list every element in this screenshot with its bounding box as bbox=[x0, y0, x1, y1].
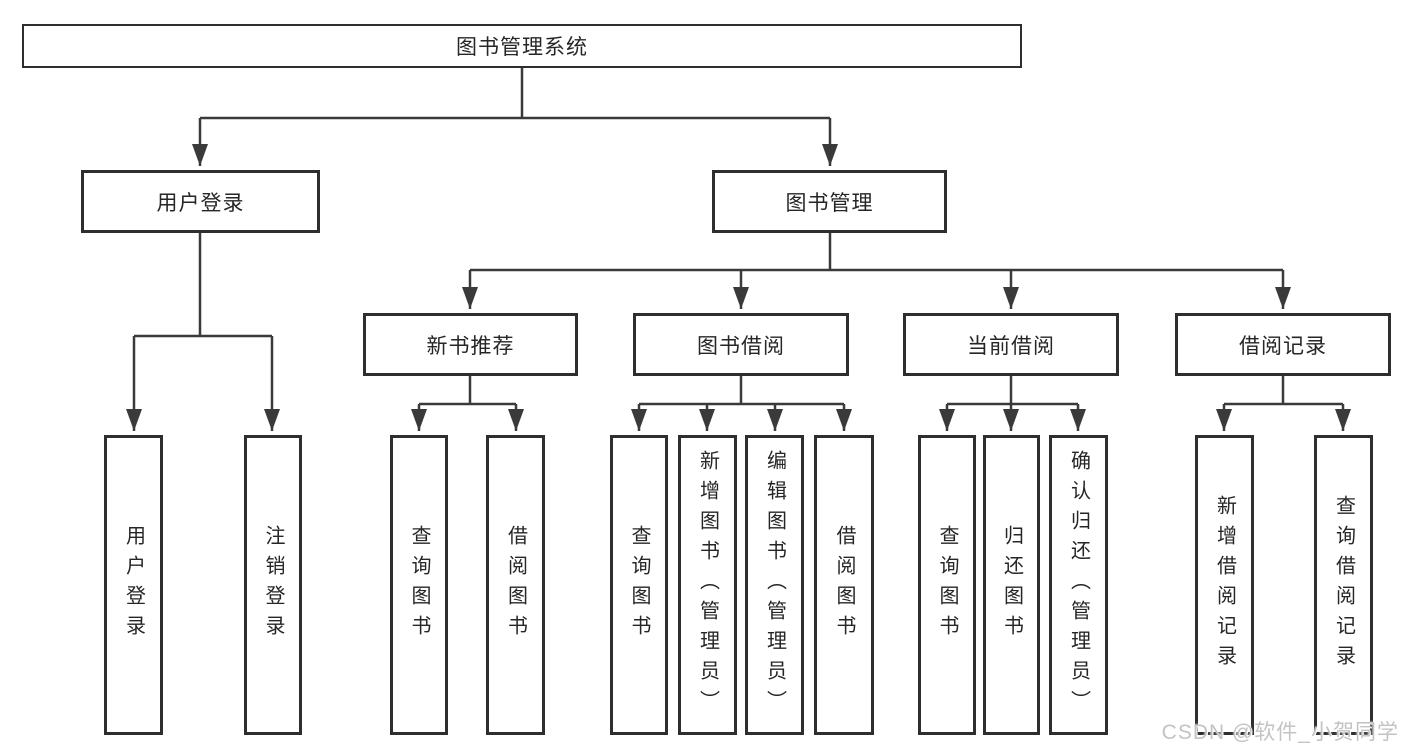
node-book-management: 图书管理 bbox=[712, 170, 947, 233]
leaf-cb-confirm-return-admin-label: 确认归还（管理员） bbox=[1067, 450, 1090, 720]
leaf-cb-return-books: 归还图书 bbox=[983, 435, 1040, 735]
leaf-br-query-record-label: 查询借阅记录 bbox=[1332, 495, 1355, 675]
leaf-logout-login: 注销登录 bbox=[244, 435, 302, 735]
node-new-book-recommend: 新书推荐 bbox=[363, 313, 578, 376]
leaf-nbr-query-books-label: 查询图书 bbox=[408, 525, 430, 645]
connector-new-book-children bbox=[411, 376, 524, 431]
leaf-bb-query-books-label: 查询图书 bbox=[628, 525, 650, 645]
leaf-cb-query-books-label: 查询图书 bbox=[936, 525, 958, 645]
leaf-bb-borrow-books-label: 借阅图书 bbox=[833, 525, 855, 645]
node-book-borrowing-label: 图书借阅 bbox=[697, 334, 785, 358]
connector-book-borrow-children bbox=[631, 376, 852, 431]
connector-root-to-level2 bbox=[192, 68, 838, 166]
leaf-br-query-record: 查询借阅记录 bbox=[1314, 435, 1373, 735]
node-borrowing-records: 借阅记录 bbox=[1175, 313, 1391, 376]
leaf-bb-add-books-admin: 新增图书（管理员） bbox=[678, 435, 737, 735]
node-book-borrowing: 图书借阅 bbox=[633, 313, 849, 376]
leaf-cb-return-books-label: 归还图书 bbox=[1000, 525, 1023, 645]
node-user-login-label: 用户登录 bbox=[156, 191, 245, 215]
node-root-label: 图书管理系统 bbox=[456, 36, 588, 59]
node-user-login: 用户登录 bbox=[81, 170, 320, 233]
leaf-nbr-borrow-books: 借阅图书 bbox=[486, 435, 545, 735]
leaf-bb-query-books: 查询图书 bbox=[610, 435, 668, 735]
leaf-nbr-borrow-books-label: 借阅图书 bbox=[504, 525, 527, 645]
connector-book-management-children bbox=[462, 233, 1291, 309]
leaf-user-login-label: 用户登录 bbox=[122, 525, 145, 645]
leaf-br-add-record-label: 新增借阅记录 bbox=[1213, 495, 1236, 675]
leaf-cb-confirm-return-admin: 确认归还（管理员） bbox=[1049, 435, 1108, 735]
node-current-borrowing-label: 当前借阅 bbox=[967, 334, 1055, 358]
connector-current-borrow-children bbox=[939, 376, 1086, 431]
node-current-borrowing: 当前借阅 bbox=[903, 313, 1119, 376]
node-borrowing-records-label: 借阅记录 bbox=[1239, 334, 1327, 358]
leaf-bb-borrow-books: 借阅图书 bbox=[814, 435, 874, 735]
node-root: 图书管理系统 bbox=[22, 24, 1022, 68]
node-new-book-recommend-label: 新书推荐 bbox=[426, 334, 515, 358]
leaf-bb-edit-books-admin-label: 编辑图书（管理员） bbox=[763, 450, 786, 720]
leaf-cb-query-books: 查询图书 bbox=[918, 435, 976, 735]
leaf-br-add-record: 新增借阅记录 bbox=[1195, 435, 1254, 735]
leaf-bb-add-books-admin-label: 新增图书（管理员） bbox=[696, 450, 719, 720]
connector-user-login-children bbox=[126, 233, 280, 431]
leaf-bb-edit-books-admin: 编辑图书（管理员） bbox=[745, 435, 804, 735]
connector-records-children bbox=[1216, 376, 1351, 431]
leaf-user-login: 用户登录 bbox=[104, 435, 163, 735]
node-book-management-label: 图书管理 bbox=[785, 191, 874, 215]
watermark: CSDN @软件_小贺同学 bbox=[1161, 721, 1399, 744]
leaf-logout-login-label: 注销登录 bbox=[262, 525, 284, 645]
leaf-nbr-query-books: 查询图书 bbox=[390, 435, 448, 735]
